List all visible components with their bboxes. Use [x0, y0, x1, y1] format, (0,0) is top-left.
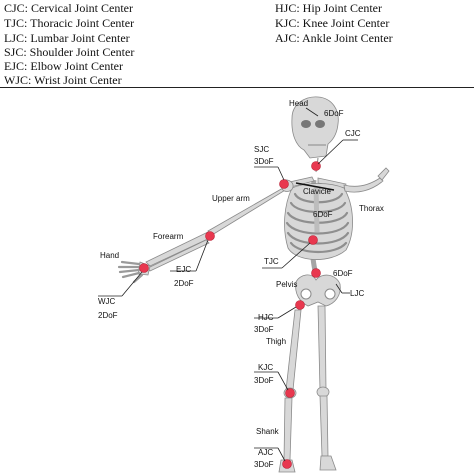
joint-tjc: [308, 235, 318, 245]
leader-lines: [98, 107, 358, 462]
legend-item-tjc: TJC: Thoracic Joint Center: [4, 16, 135, 30]
label-hand: Hand: [100, 251, 119, 260]
labels: Head 6DoF CJC SJC 3DoF Upper arm Clavicl…: [98, 99, 384, 469]
label-cjc: CJC: [345, 129, 361, 138]
label-hjc-dof: 3DoF: [254, 325, 274, 334]
rib-cage: [284, 183, 353, 260]
label-upper-arm: Upper arm: [212, 194, 250, 203]
joint-ljc: [311, 268, 321, 278]
legend: CJC: Cervical Joint Center TJC: Thoracic…: [0, 0, 474, 87]
divider: [0, 87, 474, 88]
label-ejc: EJC: [176, 265, 191, 274]
label-thorax: Thorax: [359, 204, 384, 213]
joint-ejc: [205, 231, 215, 241]
legend-item-kjc: KJC: Knee Joint Center: [275, 16, 390, 30]
label-ejc-dof: 2DoF: [174, 279, 194, 288]
label-clavicle: Clavicle: [303, 187, 332, 196]
label-ljc: LJC: [350, 289, 364, 298]
label-shank: Shank: [256, 427, 280, 436]
legend-item-cjc: CJC: Cervical Joint Center: [4, 1, 133, 15]
legend-item-wjc: WJC: Wrist Joint Center: [4, 73, 122, 87]
legend-item-hjc: HJC: Hip Joint Center: [275, 1, 382, 15]
joint-ajc: [282, 459, 292, 469]
joint-sjc: [279, 179, 289, 189]
legend-item-ejc: EJC: Elbow Joint Center: [4, 59, 123, 73]
label-thorax-dof: 6DoF: [313, 210, 333, 219]
label-head: Head: [289, 99, 308, 108]
label-tjc: TJC: [264, 257, 279, 266]
label-ajc-dof: 3DoF: [254, 460, 274, 469]
label-ajc: AJC: [258, 448, 273, 457]
label-wjc-dof: 2DoF: [98, 311, 118, 320]
label-sjc-dof: 3DoF: [254, 157, 274, 166]
label-wjc: WJC: [98, 297, 116, 306]
joint-kjc: [285, 388, 295, 398]
label-pelvis: Pelvis: [276, 280, 297, 289]
skull: [291, 96, 339, 159]
label-forearm: Forearm: [153, 232, 184, 241]
legend-item-ljc: LJC: Lumbar Joint Center: [4, 31, 130, 45]
label-pelvis-dof: 6DoF: [333, 269, 353, 278]
label-kjc: KJC: [258, 363, 273, 372]
joint-hjc: [295, 300, 305, 310]
joint-wjc: [139, 263, 149, 273]
label-thigh: Thigh: [266, 337, 286, 346]
label-sjc: SJC: [254, 145, 269, 154]
joint-markers: [139, 161, 321, 469]
clavicle-segment: [295, 182, 335, 191]
label-hjc: HJC: [258, 313, 274, 322]
label-kjc-dof: 3DoF: [254, 376, 274, 385]
label-head-dof: 6DoF: [324, 109, 344, 118]
legend-item-ajc: AJC: Ankle Joint Center: [275, 31, 393, 45]
legend-item-sjc: SJC: Shoulder Joint Center: [4, 45, 135, 59]
